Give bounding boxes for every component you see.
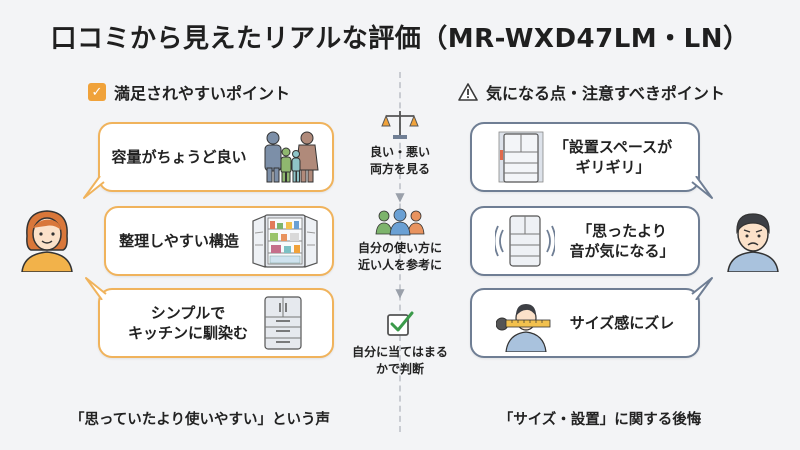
man-avatar — [727, 213, 779, 272]
right-heading-text: 気になる点・注意すべきポイント — [486, 84, 725, 103]
fridge-icon — [264, 296, 302, 350]
check-icon: ✓ — [88, 83, 106, 101]
arrow-down-icon: ▼ — [395, 286, 405, 300]
family-icon — [264, 131, 319, 183]
open-fridge-icon — [252, 214, 318, 268]
right-bubble-noise: 「思ったより 音が気になる」 — [470, 206, 700, 276]
measuring-tape-icon — [495, 304, 551, 352]
left-bubble-text: シンプルで キッチンに馴染む — [127, 303, 248, 342]
left-bubble-organize: 整理しやすい構造 — [104, 206, 334, 276]
people-group-icon — [375, 208, 425, 236]
bubble-tail — [691, 176, 713, 199]
bubble-tail — [85, 277, 107, 300]
checkbox-icon — [387, 311, 414, 336]
left-heading: ✓ 満足されやすいポイント — [88, 80, 290, 104]
right-bubble-text: 「思ったより 音が気になる」 — [569, 221, 675, 260]
left-bubble-capacity: 容量がちょうど良い — [98, 122, 334, 192]
bubble-tail — [691, 277, 713, 300]
fridge-in-space-icon — [498, 131, 544, 183]
left-heading-text: 満足されやすいポイント — [114, 84, 291, 103]
left-bubble-simple: シンプルで キッチンに馴染む — [98, 288, 334, 358]
woman-avatar — [21, 210, 73, 272]
warning-icon — [458, 83, 478, 101]
noisy-fridge-icon — [495, 215, 556, 267]
left-bubble-text: 容量がちょうど良い — [111, 147, 247, 166]
right-caption: 「サイズ・設置」に関する後悔 — [498, 412, 702, 428]
step-text: 自分の使い方に 近い人を参考に — [357, 241, 442, 273]
balance-scale-icon — [381, 111, 419, 139]
center-divider — [399, 72, 401, 432]
right-bubble-space: 「設置スペースが ギリギリ」 — [470, 122, 700, 192]
step-text: 自分に当てはまる かで判断 — [352, 345, 448, 377]
right-bubble-text: サイズ感にズレ — [569, 313, 675, 332]
bubble-tail — [83, 176, 105, 199]
right-heading: 気になる点・注意すべきポイント — [458, 80, 725, 104]
page-title: 口コミから見えたリアルな評価（MR-WXD47LM・LN） — [50, 24, 750, 54]
left-bubble-text: 整理しやすい構造 — [119, 231, 239, 250]
right-bubble-size: サイズ感にズレ — [470, 288, 700, 358]
left-caption: 「思っていたより使いやすい」という声 — [70, 412, 330, 428]
step-text: 良い・悪い 両方を見る — [369, 145, 430, 177]
right-bubble-text: 「設置スペースが ギリギリ」 — [553, 137, 673, 176]
arrow-down-icon: ▼ — [395, 190, 405, 204]
